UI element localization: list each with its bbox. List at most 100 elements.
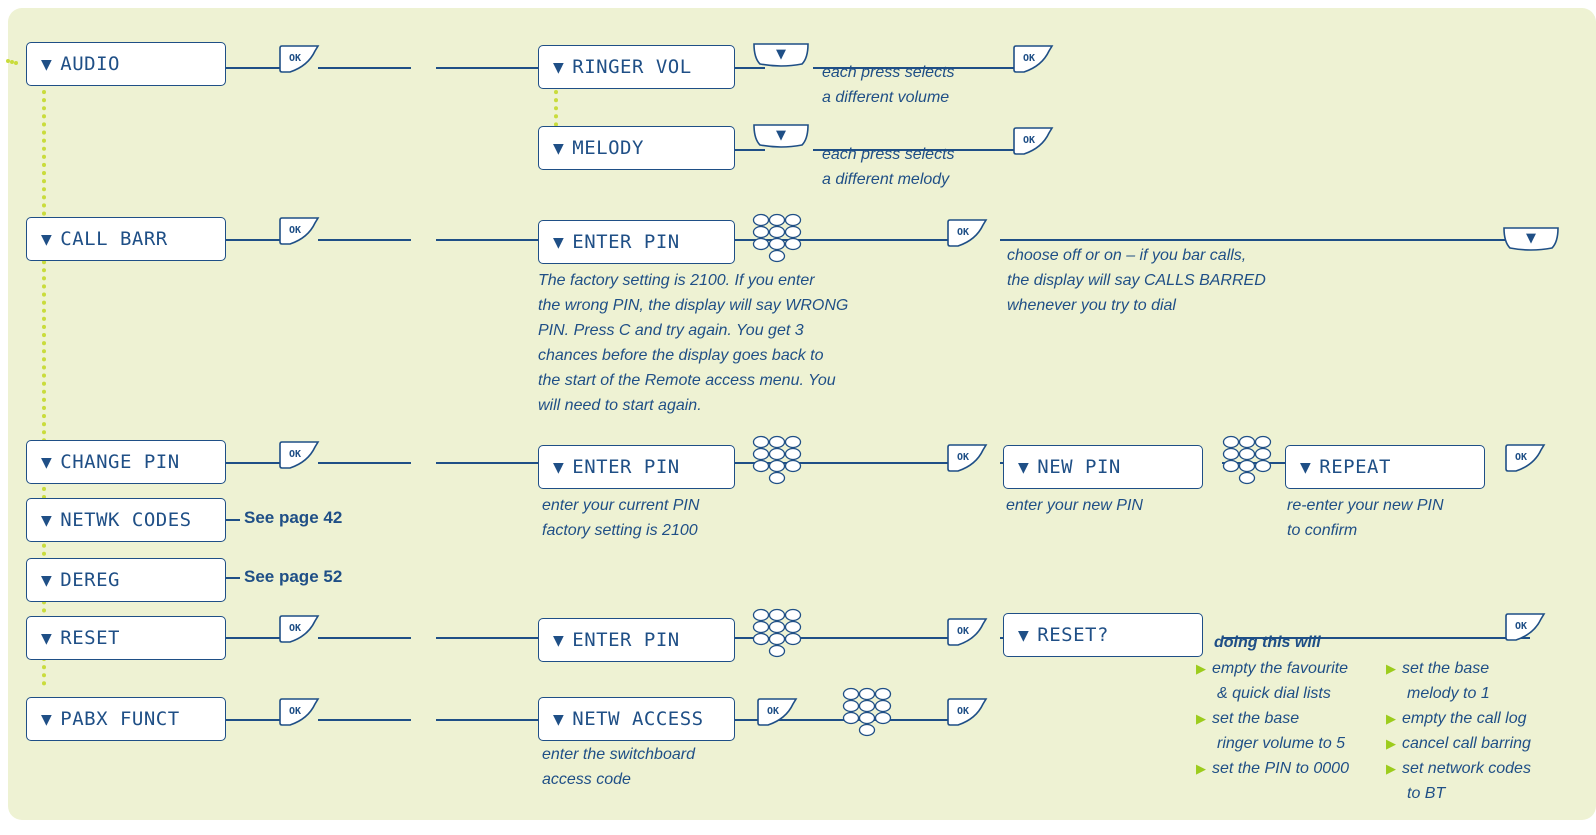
- svg-text:OK: OK: [1023, 135, 1035, 146]
- ok-key-icon[interactable]: OK: [946, 443, 990, 477]
- reset-info-col2: ▶set the base melody to 1 ▶empty the cal…: [1386, 656, 1531, 806]
- list-item: ▶empty the call log: [1386, 710, 1527, 727]
- svg-text:▼: ▼: [1526, 231, 1536, 246]
- scroll-down-icon: ▼: [1018, 460, 1030, 476]
- sub-repeat[interactable]: ▼ REPEAT: [1285, 445, 1485, 489]
- menu-audio[interactable]: ▼ AUDIO: [26, 42, 226, 86]
- sub-melody[interactable]: ▼ MELODY: [538, 126, 735, 170]
- menu-change-pin[interactable]: ▼ CHANGE PIN: [26, 440, 226, 484]
- svg-text:OK: OK: [289, 623, 301, 634]
- scroll-down-icon: ▼: [553, 235, 565, 251]
- svg-text:OK: OK: [957, 706, 969, 717]
- sub-label: NEW PIN: [1037, 456, 1121, 478]
- svg-text:OK: OK: [957, 227, 969, 238]
- svg-text:OK: OK: [957, 626, 969, 637]
- sub-label: ENTER PIN: [572, 231, 680, 253]
- reset-info-heading: doing this will: [1214, 634, 1321, 651]
- sub-enter-pin-3[interactable]: ▼ ENTER PIN: [538, 618, 735, 662]
- list-item: ▶set the base: [1196, 710, 1300, 727]
- svg-text:OK: OK: [957, 452, 969, 463]
- scroll-down-icon: ▼: [553, 60, 565, 76]
- svg-text:OK: OK: [1515, 452, 1527, 463]
- note-callbarr-choose: choose off or on – if you bar calls,the …: [1007, 247, 1266, 314]
- keypad-icon: [1222, 434, 1272, 496]
- keypad-icon: [752, 212, 802, 274]
- menu-dereg[interactable]: ▼ DEREG: [26, 558, 226, 602]
- menu-label: AUDIO: [60, 53, 120, 75]
- menu-reset[interactable]: ▼ RESET: [26, 616, 226, 660]
- sub-netw-access[interactable]: ▼ NETW ACCESS: [538, 697, 735, 741]
- ref-netwk-codes: See page 42: [244, 508, 343, 527]
- sub-enter-pin-2[interactable]: ▼ ENTER PIN: [538, 445, 735, 489]
- list-item: melody to 1: [1407, 685, 1490, 702]
- sub-label: ENTER PIN: [572, 629, 680, 651]
- ok-key-icon[interactable]: OK: [278, 697, 322, 731]
- ok-key-icon[interactable]: OK: [1012, 126, 1056, 160]
- sub-label: REPEAT: [1319, 456, 1391, 478]
- scroll-down-icon: ▼: [41, 232, 53, 248]
- ok-key-icon[interactable]: OK: [1504, 612, 1548, 646]
- svg-text:OK: OK: [1023, 53, 1035, 64]
- ok-key-icon[interactable]: OK: [946, 218, 990, 252]
- menu-pabx-funct[interactable]: ▼ PABX FUNCT: [26, 697, 226, 741]
- sub-ringer-vol[interactable]: ▼ RINGER VOL: [538, 45, 735, 89]
- ok-key-icon[interactable]: OK: [278, 44, 322, 78]
- ref-dereg: See page 52: [244, 567, 343, 586]
- menu-call-barr[interactable]: ▼ CALL BARR: [26, 217, 226, 261]
- sub-label: RINGER VOL: [572, 56, 692, 78]
- list-item: ▶set the PIN to 0000: [1196, 760, 1349, 777]
- note-new-pin: enter your new PIN: [1006, 497, 1143, 514]
- ok-key-icon[interactable]: OK: [756, 697, 800, 731]
- ok-key-icon[interactable]: OK: [278, 614, 322, 648]
- svg-text:OK: OK: [289, 225, 301, 236]
- menu-netwk-codes[interactable]: ▼ NETWK CODES: [26, 498, 226, 542]
- ok-key-icon[interactable]: OK: [1504, 443, 1548, 477]
- scroll-down-icon: ▼: [41, 631, 53, 647]
- sub-label: RESET?: [1037, 624, 1109, 646]
- ok-key-icon[interactable]: OK: [1012, 44, 1056, 78]
- scroll-down-icon: ▼: [1300, 460, 1312, 476]
- scroll-down-icon: ▼: [41, 455, 53, 471]
- keypad-icon: [752, 607, 802, 669]
- ok-key-icon[interactable]: OK: [278, 216, 322, 250]
- reset-info-col1: ▶empty the favourite & quick dial lists …: [1196, 656, 1349, 781]
- menu-label: RESET: [60, 627, 120, 649]
- ok-key-icon[interactable]: OK: [278, 440, 322, 474]
- list-item: & quick dial lists: [1217, 685, 1331, 702]
- sub-enter-pin-1[interactable]: ▼ ENTER PIN: [538, 220, 735, 264]
- scroll-key-icon[interactable]: ▼: [752, 123, 810, 153]
- scroll-down-icon: ▼: [553, 141, 565, 157]
- keypad-icon: [752, 434, 802, 496]
- ok-key-icon[interactable]: OK: [946, 697, 990, 731]
- menu-label: NETWK CODES: [60, 509, 192, 531]
- scroll-down-icon: ▼: [553, 460, 565, 476]
- sub-label: ENTER PIN: [572, 456, 680, 478]
- menu-label: CALL BARR: [60, 228, 168, 250]
- svg-text:OK: OK: [289, 53, 301, 64]
- menu-label: CHANGE PIN: [60, 451, 180, 473]
- list-item: to BT: [1407, 785, 1446, 802]
- list-item: ▶set network codes: [1386, 760, 1531, 777]
- scroll-key-icon[interactable]: ▼: [752, 42, 810, 72]
- scroll-down-icon: ▼: [1018, 628, 1030, 644]
- sub-reset-confirm[interactable]: ▼ RESET?: [1003, 613, 1203, 657]
- sub-new-pin[interactable]: ▼ NEW PIN: [1003, 445, 1203, 489]
- sub-label: MELODY: [572, 137, 644, 159]
- scroll-down-icon: ▼: [553, 712, 565, 728]
- sub-label: NETW ACCESS: [572, 708, 704, 730]
- list-item: ▶set the base: [1386, 660, 1490, 677]
- list-item: ▶empty the favourite: [1196, 660, 1349, 677]
- note-callbarr-pin: The factory setting is 2100. If you ente…: [538, 272, 849, 414]
- scroll-key-icon[interactable]: ▼: [1502, 226, 1560, 256]
- scroll-down-icon: ▼: [41, 573, 53, 589]
- ok-key-icon[interactable]: OK: [946, 617, 990, 651]
- svg-text:OK: OK: [289, 449, 301, 460]
- svg-text:OK: OK: [289, 706, 301, 717]
- menu-label: DEREG: [60, 569, 120, 591]
- list-item: ▶cancel call barring: [1386, 735, 1531, 752]
- menu-label: PABX FUNCT: [60, 708, 180, 730]
